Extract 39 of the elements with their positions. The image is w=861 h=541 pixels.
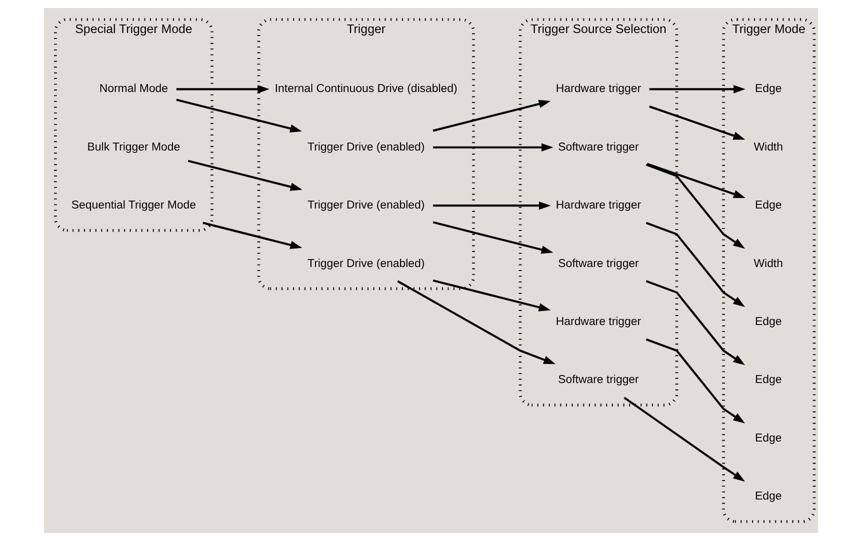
node-text: Internal Continuous Drive (disabled) [274,83,457,96]
arrow [623,396,745,482]
node-text: Hardware trigger [555,83,641,96]
node-text: Trigger Drive (enabled) [307,258,424,270]
node-text: Trigger Drive (enabled) [307,141,424,154]
node-text: Width [753,258,782,270]
arrow [396,280,556,364]
node-text: Normal Mode [98,83,168,96]
arrow [432,279,550,312]
arrow [432,100,550,132]
node-text: Trigger Drive (enabled) [307,200,424,212]
arrow [646,162,745,198]
node-text: Edge [754,316,782,328]
arrow [432,143,553,152]
arrow [648,85,745,94]
node-text: Edge [754,83,782,96]
arrow [432,201,550,210]
node-text: Bulk Trigger Mode [86,141,180,154]
node-text: Sequential Trigger Mode [70,200,196,212]
node-text: Software trigger [558,374,638,386]
arrow [645,280,745,366]
arrow [176,98,302,133]
node-text: Software trigger [558,258,638,270]
node-text: Hardware trigger [555,316,641,328]
node-text: Hardware trigger [555,200,641,212]
node-text: Edge [754,200,782,212]
arrow [645,222,745,307]
arrow [176,85,269,94]
arrow [645,164,745,249]
node-text: Software trigger [558,141,638,154]
node-text: Edge [754,374,782,386]
arrow [645,338,745,424]
arrow [187,160,302,191]
node-text: Edge [754,432,782,444]
node-text: Width [753,141,782,154]
arrow [432,221,553,254]
node-text: Edge [754,490,782,503]
arrow [202,222,302,250]
arrow [648,105,745,140]
